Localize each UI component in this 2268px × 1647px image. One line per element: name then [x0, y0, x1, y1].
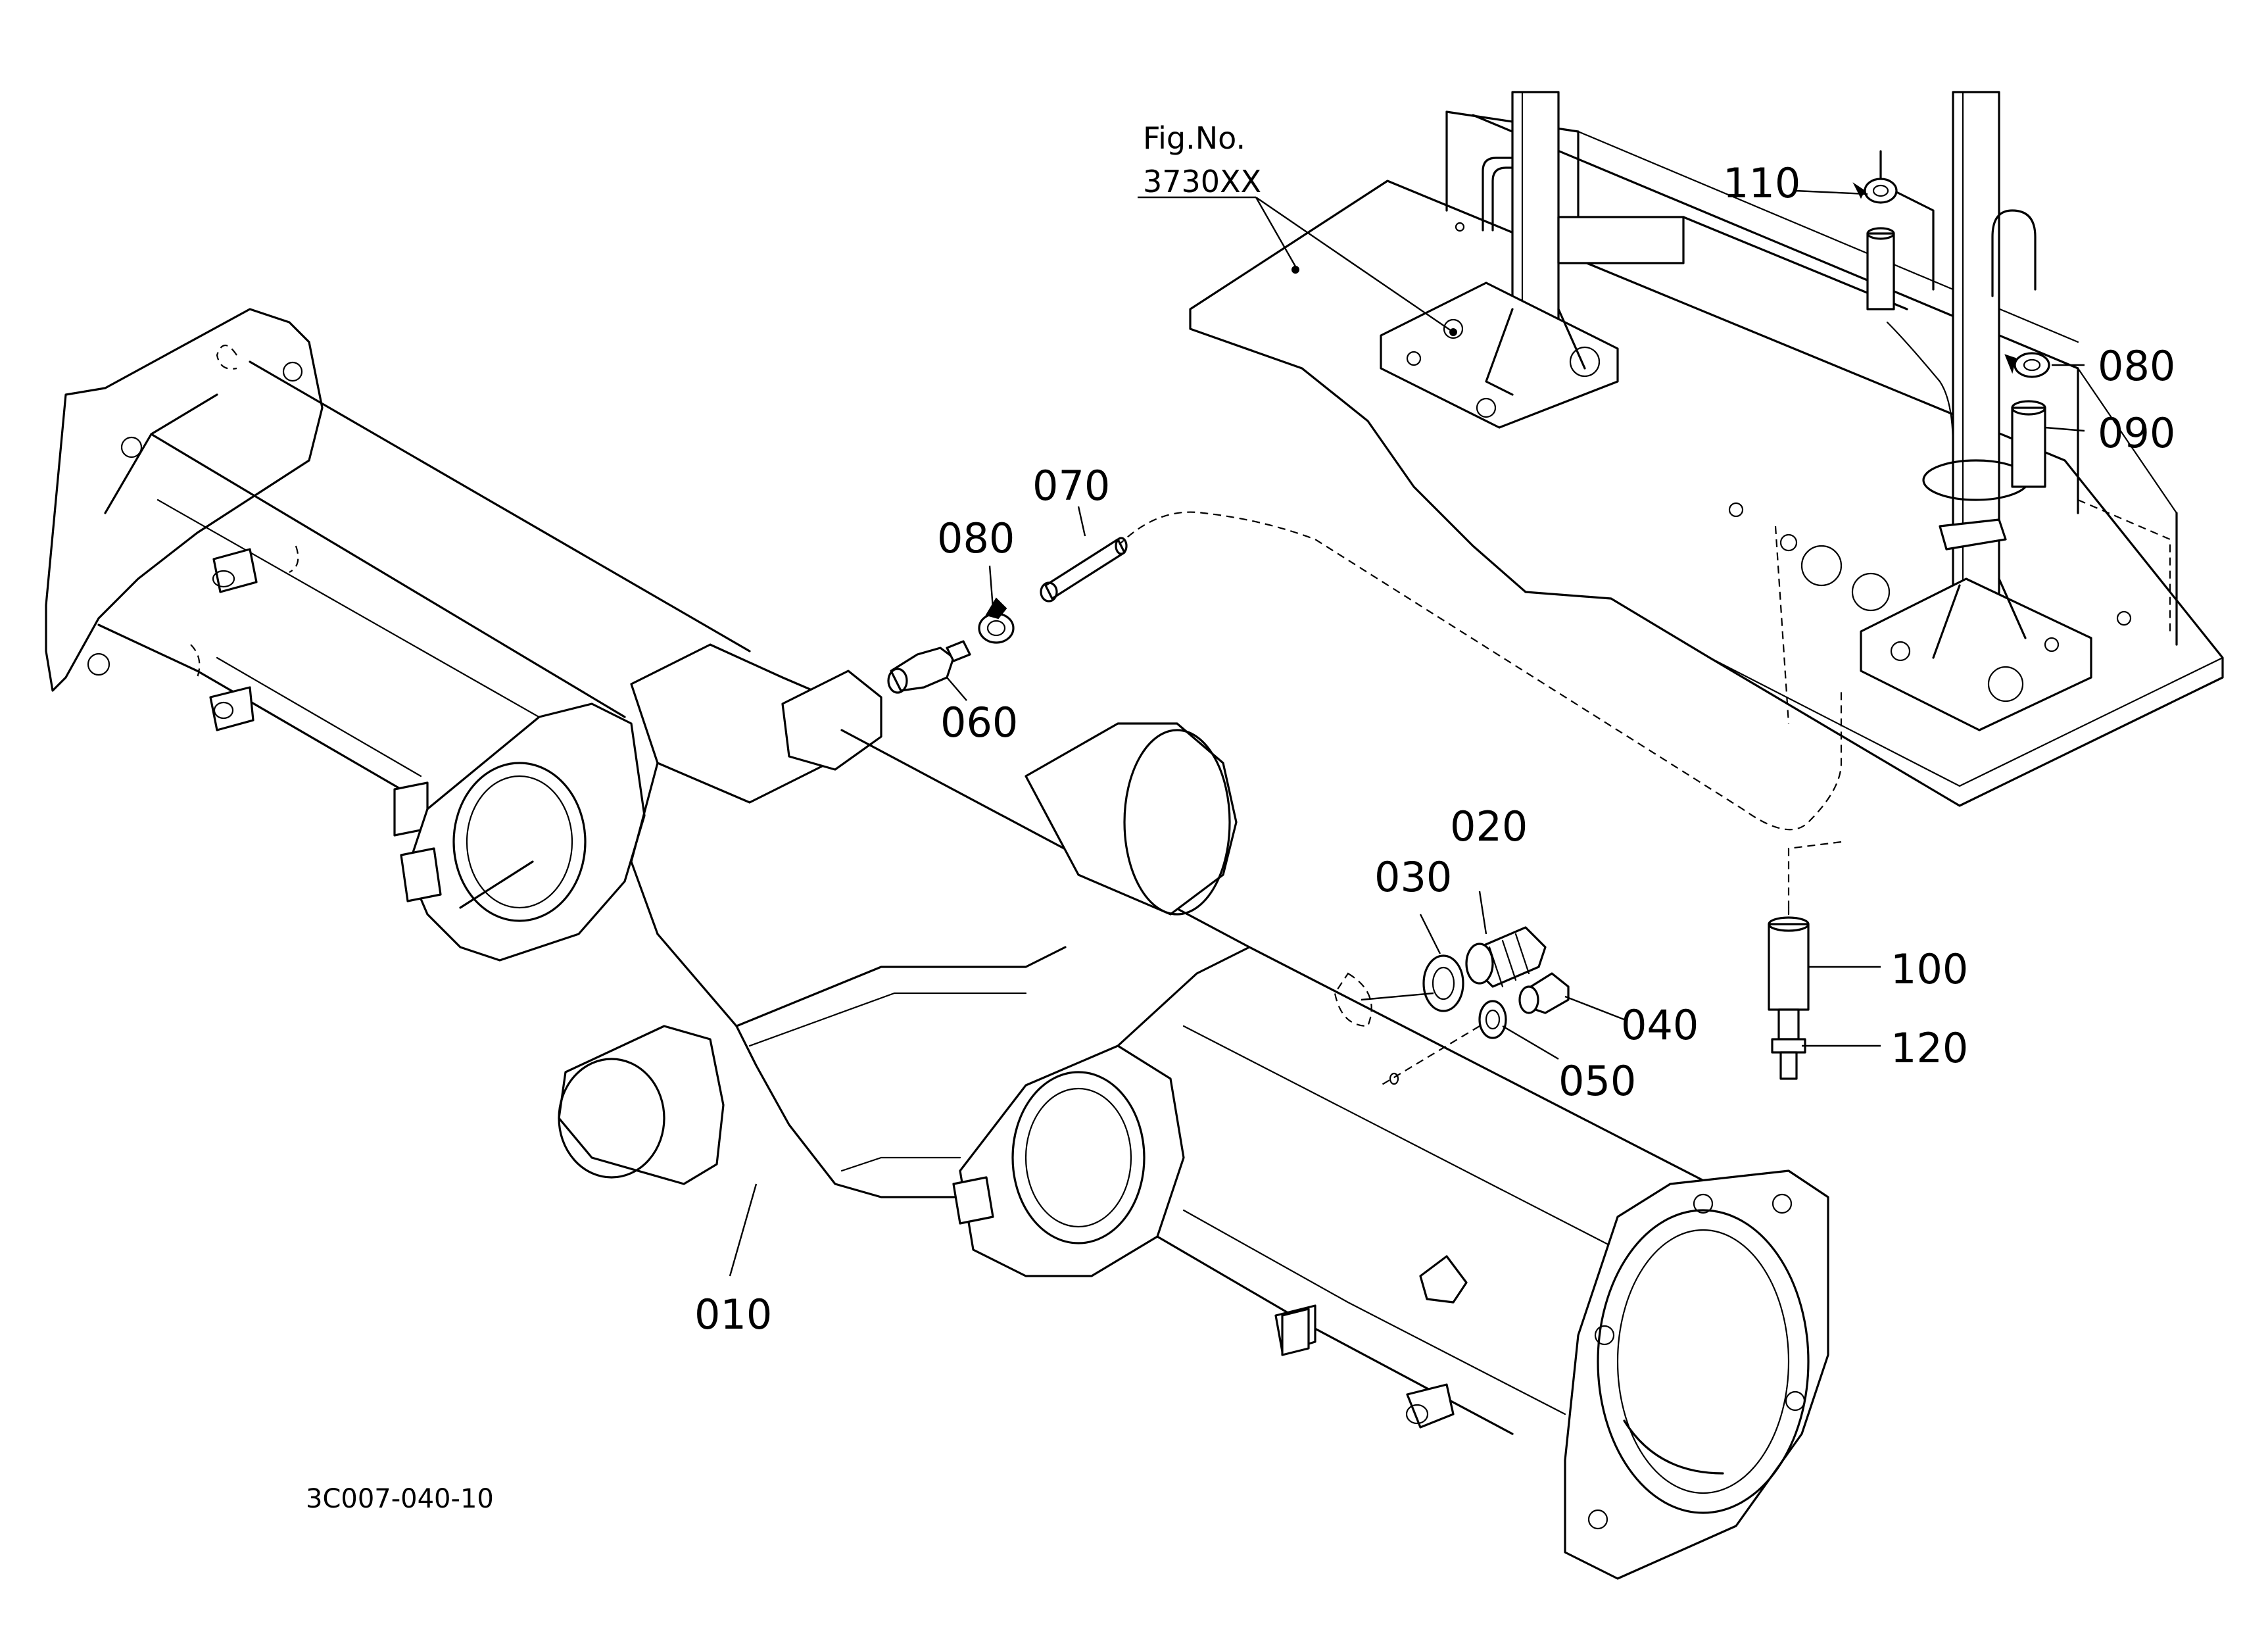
- hose-nipple-060: [887, 640, 971, 694]
- callout-010: 010: [694, 1291, 772, 1339]
- leader-lines: [729, 189, 2085, 1277]
- mounting-plate-assembly: [1138, 91, 2224, 807]
- callout-080-right: 080: [2098, 342, 2175, 390]
- drawing-number: 3C007-040-10: [306, 1484, 494, 1514]
- callout-030: 030: [1374, 853, 1452, 901]
- hose-clamp-080-right: [2004, 352, 2050, 378]
- hose-090: [2011, 400, 2046, 488]
- figure-ref-label: Fig.No.: [1143, 120, 1245, 156]
- hose-clamp-080-left: [978, 597, 1015, 644]
- callout-060: 060: [940, 699, 1018, 747]
- callout-100: 100: [1891, 945, 1968, 993]
- hose-100: [1768, 916, 1810, 1011]
- callout-090: 090: [2098, 409, 2175, 457]
- hose-070: [1040, 537, 1128, 602]
- axle-housing: [45, 308, 1829, 1580]
- callout-080-left: 080: [937, 514, 1015, 562]
- callout-120: 120: [1891, 1024, 1968, 1072]
- washer-050: [1478, 1000, 1507, 1039]
- figure-ref-number: 3730XX: [1143, 164, 1261, 199]
- callout-040: 040: [1621, 1001, 1699, 1049]
- seal-washer-030: [1422, 954, 1464, 1012]
- breather-nipple-120: [1771, 1008, 1806, 1080]
- plug-040: [1518, 972, 1570, 1014]
- plug-020: [1465, 926, 1547, 988]
- callout-050: 050: [1558, 1057, 1636, 1105]
- callout-110: 110: [1723, 159, 1800, 207]
- hose-clamp-110: [1852, 178, 1898, 310]
- callout-020: 020: [1450, 802, 1528, 850]
- callout-070: 070: [1032, 462, 1110, 510]
